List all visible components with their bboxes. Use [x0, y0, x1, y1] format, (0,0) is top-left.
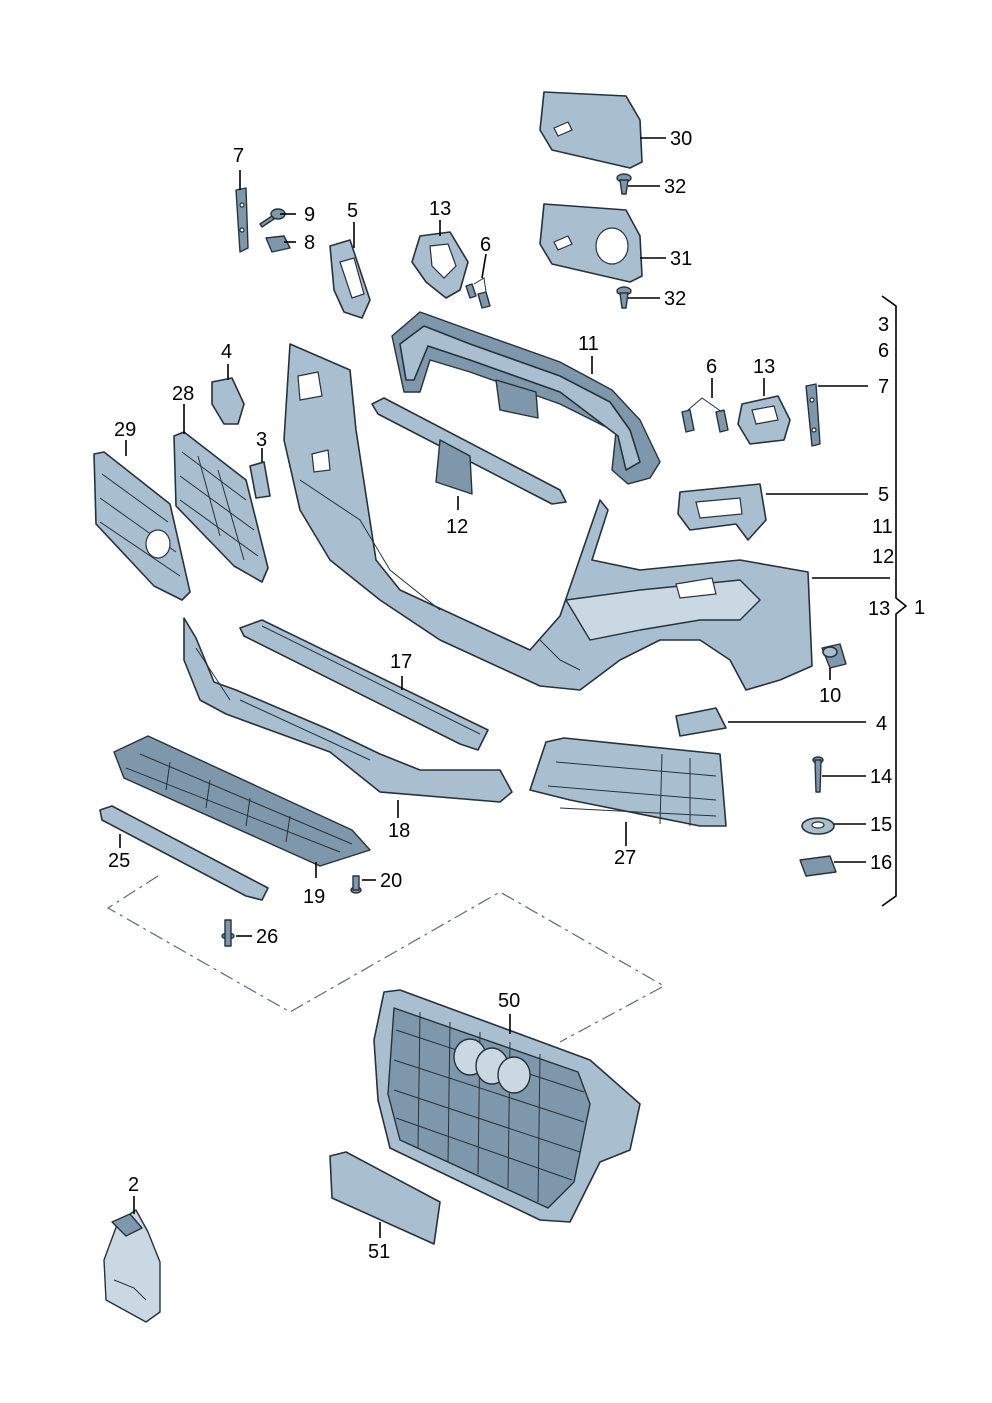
rivet-part-14 [812, 756, 824, 793]
cover-part-30 [539, 91, 643, 169]
screw-part-9 [259, 208, 286, 228]
label-part-32-upper: 32 [664, 176, 686, 198]
strip-part-25 [99, 805, 269, 901]
washer-part-15 [801, 817, 835, 835]
grille-part-27 [529, 737, 727, 827]
label-part-11-top: 11 [578, 333, 599, 355]
label-part-13-group: 13 [868, 598, 890, 620]
label-part-27: 27 [614, 847, 636, 869]
label-part-14: 14 [870, 766, 892, 788]
label-part-1: 1 [914, 597, 925, 619]
cap-part-3-left [249, 461, 271, 499]
bracket-part-5-left [329, 239, 371, 319]
carrier-part-11 [391, 311, 661, 485]
bag-part-2 [103, 1209, 161, 1323]
label-part-13-right: 13 [753, 356, 775, 378]
trim-strip-part-17 [239, 619, 489, 751]
clip-part-32-upper [616, 173, 632, 195]
cap-part-4-right [675, 707, 727, 737]
leader-lines [119, 137, 890, 1238]
bumper-cover-part-1 [283, 343, 813, 691]
label-part-28: 28 [172, 383, 194, 405]
crossmember-part-12 [371, 397, 567, 505]
label-part-4-left: 4 [221, 341, 232, 363]
label-part-9: 9 [304, 204, 315, 226]
label-part-3-group: 3 [878, 314, 889, 336]
spring-part-6-right [681, 397, 729, 433]
label-part-19: 19 [303, 886, 325, 908]
assembly-brace [881, 295, 908, 907]
screw-part-26 [221, 919, 235, 947]
bracket-part-5-right [677, 483, 767, 541]
label-part-12-group: 12 [872, 546, 894, 568]
label-part-11-group: 11 [872, 516, 893, 538]
bracket-part-7-right [805, 383, 821, 447]
label-part-30: 30 [670, 128, 692, 150]
cover-part-31 [539, 203, 643, 283]
label-part-8: 8 [304, 232, 315, 254]
label-part-20: 20 [380, 870, 402, 892]
label-part-25: 25 [108, 850, 130, 872]
tray-part-19 [113, 735, 371, 867]
clip-part-8 [265, 235, 291, 253]
label-part-13-top: 13 [429, 198, 451, 220]
nut-part-16 [799, 855, 837, 877]
spring-part-6-top [465, 277, 491, 309]
grille-part-28 [173, 431, 269, 583]
holder-part-10 [821, 643, 847, 669]
label-part-12-mid: 12 [446, 516, 468, 538]
part-labels: 7 9 8 5 13 6 30 32 31 32 11 4 28 29 3 12… [108, 128, 925, 1263]
label-part-6-top: 6 [480, 234, 491, 256]
spoiler-part-18 [183, 617, 513, 803]
label-part-3-left: 3 [256, 429, 267, 451]
label-part-5-right: 5 [878, 484, 889, 506]
label-part-4-right: 4 [876, 713, 887, 735]
label-part-16: 16 [870, 852, 892, 874]
label-part-6-group: 6 [878, 340, 889, 362]
grille-part-29 [93, 451, 191, 601]
label-part-7-right: 7 [878, 376, 889, 398]
label-part-6-right: 6 [706, 356, 717, 378]
label-part-10: 10 [819, 685, 841, 707]
grille-part-50 [373, 989, 641, 1223]
label-part-50: 50 [498, 990, 520, 1012]
label-part-18: 18 [388, 820, 410, 842]
label-part-29: 29 [114, 419, 136, 441]
label-part-17: 17 [390, 651, 412, 673]
screw-part-20 [350, 875, 362, 894]
cap-part-4-left [211, 377, 245, 425]
label-part-32-lower: 32 [664, 288, 686, 310]
bracket-part-7-left [235, 187, 249, 253]
label-part-26: 26 [256, 926, 278, 948]
label-part-15: 15 [870, 814, 892, 836]
assembly-dashed-outline [106, 875, 666, 1043]
label-part-5-left: 5 [347, 200, 358, 222]
label-part-7-left: 7 [233, 145, 244, 167]
clip-part-32-lower [616, 286, 632, 309]
label-part-2: 2 [128, 1174, 139, 1196]
label-part-51: 51 [368, 1241, 390, 1263]
bracket-part-13-top [411, 231, 469, 299]
plate-part-51 [329, 1151, 441, 1245]
label-part-31: 31 [670, 248, 692, 270]
bracket-part-13-right [737, 395, 791, 445]
